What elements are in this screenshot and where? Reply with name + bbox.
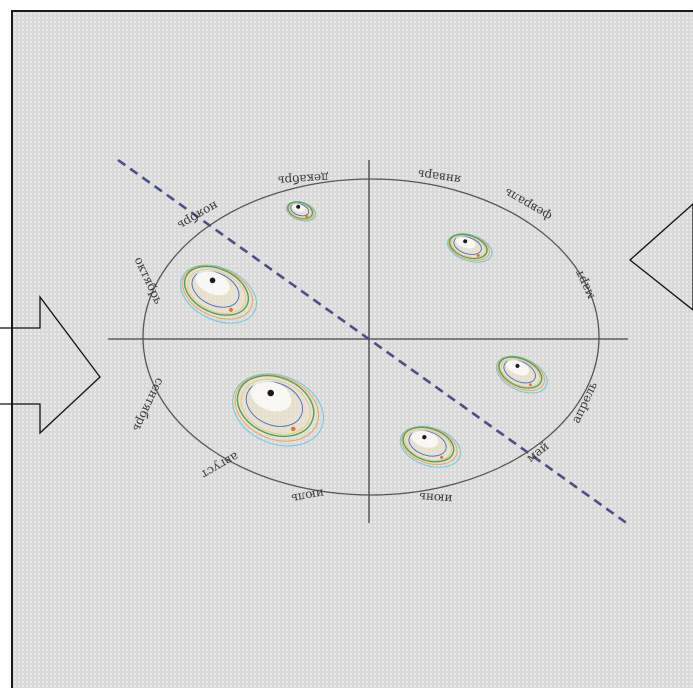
body-spot [305,214,309,218]
arrow-left-icon [628,203,693,311]
body-ring [495,355,548,394]
month-label-july: июль [290,486,325,506]
ringed-body [399,425,461,468]
bodies-group [180,201,548,468]
month-label-october: октябрь [132,255,166,307]
ringed-body [495,355,548,394]
body-ring [236,374,315,438]
body-spot [290,426,296,432]
arrow-right-icon [0,295,101,435]
month-label-november: ноябрь [175,198,221,232]
body-ring [447,233,493,263]
body-ring [191,270,240,308]
body-ring [405,428,452,462]
body-ring [182,265,253,320]
month-label-april: апрель [569,379,601,425]
body-ring [453,236,482,255]
month-label-september: сентябрь [130,376,167,434]
body-ring [290,203,310,217]
body-ring [448,233,488,260]
body-ring [245,381,303,427]
orbit-ellipse [142,178,600,496]
month-label-march: март [571,267,597,301]
ringed-body [180,263,257,324]
body-ring [180,264,257,324]
body-core [515,363,520,368]
body-ring [287,201,314,220]
body-ring [240,378,311,435]
body-core [267,389,275,397]
diagram-frame [11,10,693,688]
month-label-june: июнь [418,490,452,506]
body-core [296,204,301,209]
body-ring [498,356,543,389]
body-ring [399,425,461,468]
body-core [209,277,216,284]
body-ring [408,430,447,457]
body-ring [183,265,250,316]
month-label-january: январь [416,167,462,187]
ringed-body [286,201,317,222]
body-core [463,239,468,244]
body-spot [476,253,480,257]
body-ring [187,268,246,314]
month-label-february: февраль [501,185,554,223]
body-ring [234,374,320,442]
body-ring [500,358,541,388]
body-ring [401,426,458,465]
body-ring [503,359,536,384]
month-label-december: декабрь [277,170,329,188]
body-spot [528,383,532,387]
body-ring [288,202,312,219]
body-core [422,435,427,440]
body-ring [232,373,324,447]
body-spot [228,307,233,312]
body-ring [451,235,486,259]
month-label-august: август [199,449,241,482]
ringed-body [447,232,493,263]
ringed-body [232,371,324,447]
body-spot [440,455,444,459]
